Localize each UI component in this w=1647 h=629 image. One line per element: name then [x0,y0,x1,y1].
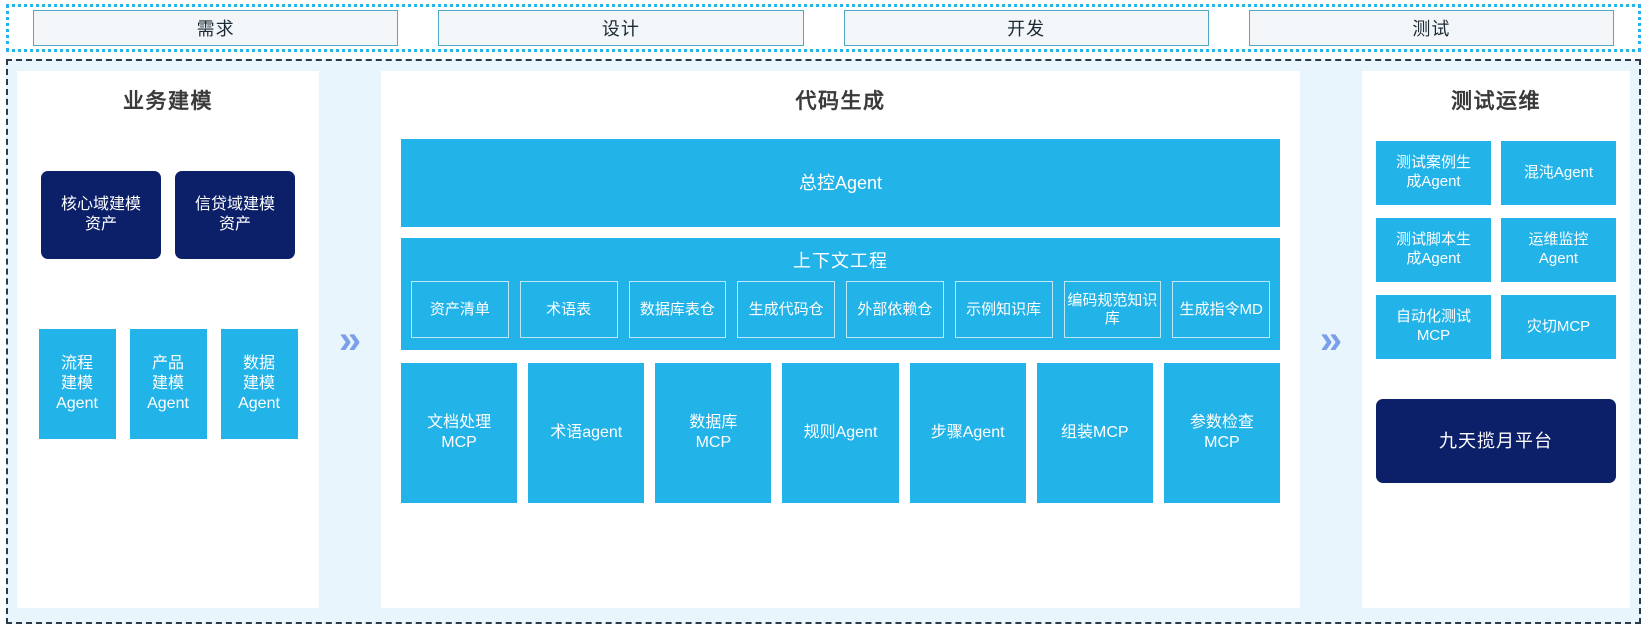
tool-automated-testing-mcp[interactable]: 自动化测试 MCP [1376,295,1491,359]
tool-document-processing-mcp[interactable]: 文档处理 MCP [401,363,518,503]
panel-title-code-generation: 代码生成 [795,90,886,113]
tool-parameter-check-mcp[interactable]: 参数检查 MCP [1163,363,1280,503]
context-item-glossary[interactable]: 术语表 [519,281,618,338]
agent-product-modeling[interactable]: 产品 建模 Agent [129,329,207,439]
context-item-db-table-repo[interactable]: 数据库表仓 [628,281,727,338]
tool-rule-agent[interactable]: 规则Agent [782,363,899,503]
business-modeling-assets-row: 核心域建模 资产 信贷域建模 资产 [41,171,295,259]
asset-core-domain-modeling[interactable]: 核心域建模 资产 [41,171,161,259]
panel-code-generation: 代码生成 总控Agent 上下文工程 资产清单 术语表 数据库表仓 生成代码仓 … [381,71,1300,608]
panel-business-modeling: 业务建模 核心域建模 资产 信贷域建模 资产 流程 建模 Agent 产品 建模… [17,71,319,608]
business-modeling-agents-row: 流程 建模 Agent 产品 建模 Agent 数据 建模 Agent [38,329,298,439]
context-item-generated-code-repo[interactable]: 生成代码仓 [737,281,835,338]
panel-test-ops: 测试运维 测试案例生 成Agent 混沌Agent 测试脚本生 成Agent 运… [1362,71,1630,608]
agent-test-script-generation[interactable]: 测试脚本生 成Agent [1376,218,1491,282]
platform-jiutian-lanyue[interactable]: 九天揽月平台 [1376,399,1616,483]
code-generation-tools-row: 文档处理 MCP 术语agent 数据库 MCP 规则Agent 步骤Agent… [401,363,1280,503]
agent-ops-monitoring[interactable]: 运维监控 Agent [1501,218,1616,282]
agent-process-modeling[interactable]: 流程 建模 Agent [38,329,116,439]
stage-box-design[interactable]: 设计 [438,10,804,46]
stage-box-testing[interactable]: 测试 [1248,10,1614,46]
test-ops-agents-grid: 测试案例生 成Agent 混沌Agent 测试脚本生 成Agent 运维监控 A… [1376,141,1616,359]
main-architecture-area: 业务建模 核心域建模 资产 信贷域建模 资产 流程 建模 Agent 产品 建模… [6,59,1641,624]
context-item-external-dependency-repo[interactable]: 外部依赖仓 [846,281,944,338]
tool-step-agent[interactable]: 步骤Agent [909,363,1026,503]
context-item-asset-inventory[interactable]: 资产清单 [411,281,509,338]
context-engineering-title: 上下文工程 [793,251,888,271]
tool-database-mcp[interactable]: 数据库 MCP [655,363,772,503]
agent-chaos[interactable]: 混沌Agent [1501,141,1616,205]
context-engineering-items-row: 资产清单 术语表 数据库表仓 生成代码仓 外部依赖仓 示例知识库 编码规范知识库… [411,281,1270,338]
asset-credit-domain-modeling[interactable]: 信贷域建模 资产 [175,171,295,259]
flow-arrow-center-to-right: » [1319,317,1343,362]
code-generation-stack: 总控Agent 上下文工程 资产清单 术语表 数据库表仓 生成代码仓 外部依赖仓… [401,139,1280,503]
master-control-agent[interactable]: 总控Agent [401,139,1280,227]
agent-data-modeling[interactable]: 数据 建模 Agent [220,329,298,439]
tool-disaster-switch-mcp[interactable]: 灾切MCP [1501,295,1616,359]
agent-test-case-generation[interactable]: 测试案例生 成Agent [1376,141,1491,205]
lifecycle-stage-strip: 需求 设计 开发 测试 [6,4,1641,52]
context-engineering-block: 上下文工程 资产清单 术语表 数据库表仓 生成代码仓 外部依赖仓 示例知识库 编… [401,238,1280,350]
context-item-generation-instruction-md[interactable]: 生成指令MD [1172,281,1270,338]
tool-glossary-agent[interactable]: 术语agent [528,363,645,503]
stage-box-development[interactable]: 开发 [843,10,1209,46]
panel-title-business-modeling: 业务建模 [123,90,213,113]
flow-arrow-left-to-center: » [338,317,362,362]
panel-title-test-ops: 测试运维 [1451,90,1541,113]
tool-assembly-mcp[interactable]: 组装MCP [1036,363,1153,503]
context-item-example-knowledge-base[interactable]: 示例知识库 [954,281,1053,338]
context-item-coding-standard-knowledge-base[interactable]: 编码规范知识库 [1063,281,1162,338]
stage-box-requirements[interactable]: 需求 [33,10,399,46]
